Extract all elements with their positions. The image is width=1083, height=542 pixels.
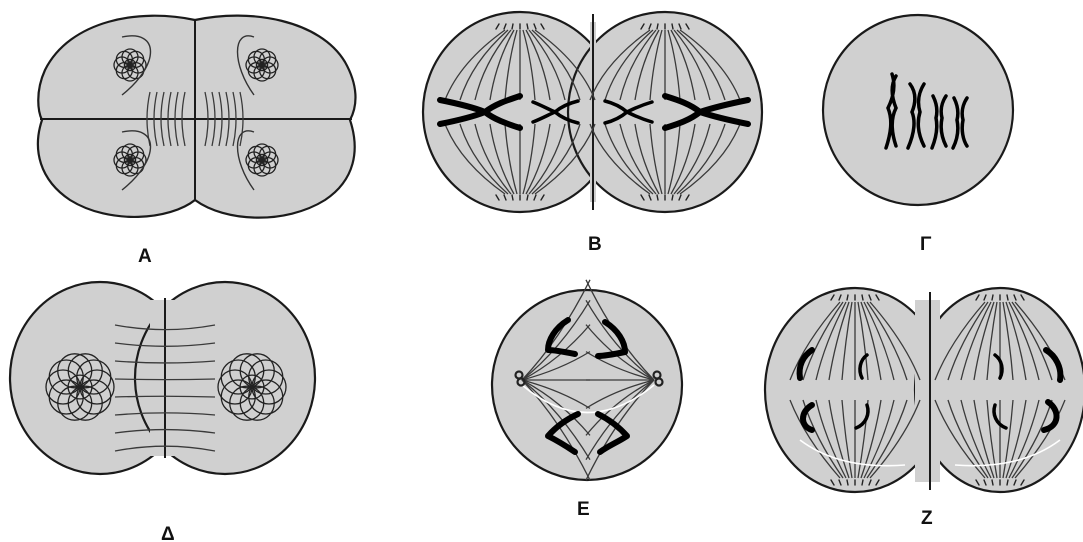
aster-ray bbox=[512, 24, 513, 29]
label-z: Ζ bbox=[921, 508, 933, 529]
aster-ray bbox=[512, 195, 513, 200]
aster-ray bbox=[1007, 295, 1008, 300]
nucleus bbox=[246, 144, 278, 176]
aster-ray bbox=[862, 295, 863, 300]
stage-z-diagram bbox=[765, 288, 1083, 492]
label-g: Γ bbox=[920, 234, 932, 255]
aster-ray bbox=[657, 24, 658, 29]
aster-ray bbox=[527, 24, 528, 29]
stage-z-right-cell bbox=[915, 288, 1083, 492]
aster-ray bbox=[1007, 480, 1008, 485]
aster-ray bbox=[862, 480, 863, 485]
stage-d-diagram bbox=[10, 282, 315, 474]
label-b: Β bbox=[588, 234, 602, 255]
label-d: Δ bbox=[161, 524, 175, 542]
stage-e-diagram bbox=[492, 280, 682, 480]
nucleus bbox=[246, 49, 278, 81]
label-a: Α bbox=[138, 246, 152, 267]
aster-ray bbox=[992, 295, 993, 300]
aster-ray bbox=[657, 195, 658, 200]
aster-ray bbox=[992, 480, 993, 485]
spindle-fiber bbox=[115, 379, 215, 380]
stage-a-diagram bbox=[38, 16, 356, 218]
aster-ray bbox=[527, 195, 528, 200]
stage-a-cell bbox=[38, 16, 356, 218]
stage-g-diagram bbox=[823, 15, 1013, 205]
stage-b-diagram bbox=[423, 12, 762, 212]
aster-ray bbox=[847, 295, 848, 300]
aster-ray bbox=[672, 195, 673, 200]
aster-ray bbox=[672, 24, 673, 29]
spindle-fiber bbox=[115, 396, 215, 397]
aster-ray bbox=[847, 480, 848, 485]
label-e: Ε bbox=[577, 499, 590, 520]
